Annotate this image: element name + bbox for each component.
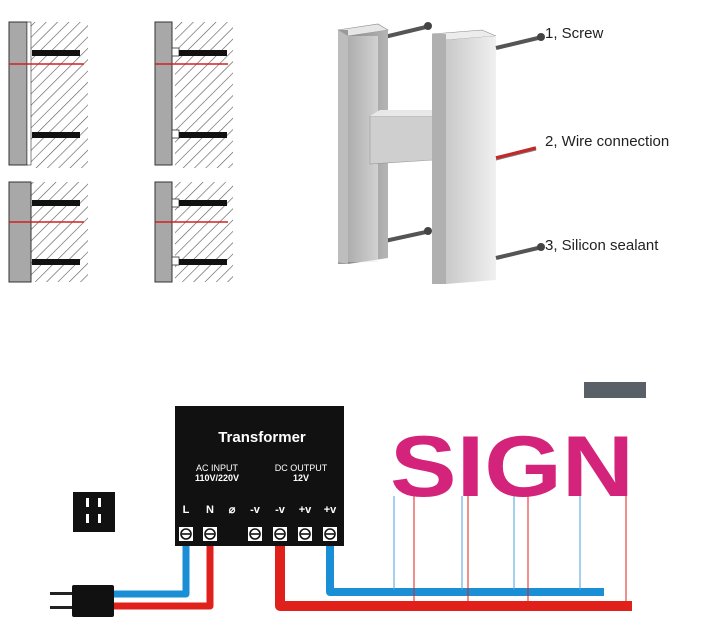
terminal-screw-icon: [323, 527, 337, 541]
dc-output-label: DC OUTPUT: [275, 463, 328, 473]
mounting-detail-a: [8, 21, 88, 168]
terminal-label-neg-1: -v: [250, 504, 261, 516]
screw-icon: [495, 33, 545, 50]
terminal-screw-icon: [298, 527, 312, 541]
mounting-detail-b: [154, 21, 233, 168]
terminal-screw-icon: [273, 527, 287, 541]
wire-icon: [495, 146, 537, 161]
wiring: [112, 496, 632, 611]
transformer-box: Transformer AC INPUT 110V/220V DC OUTPUT…: [175, 406, 344, 546]
mounting-detail-d: [154, 181, 233, 283]
callout-silicon-sealant: 3, Silicon sealant: [545, 237, 659, 254]
terminal-screw-icon: [203, 527, 217, 541]
terminal-screw-icon: [179, 527, 193, 541]
screw-icon: [495, 243, 545, 260]
callout-wire-connection: 2, Wire connection: [545, 133, 669, 150]
dc-output-voltage: 12V: [293, 473, 309, 483]
ac-input-label: AC INPUT: [196, 463, 239, 473]
power-plug-icon: [50, 585, 114, 617]
mounting-detail-c: [8, 181, 88, 283]
gray-bar: [584, 382, 646, 398]
terminal-label-neg-2: -v: [275, 504, 286, 516]
transformer-title: Transformer: [218, 429, 306, 446]
sign-letters: SIGN: [390, 419, 634, 515]
letter-h-illustration: [337, 22, 545, 284]
terminal-label-l: L: [183, 504, 190, 516]
callout-screw: 1, Screw: [545, 25, 604, 42]
terminal-screw-icon: [248, 527, 262, 541]
ac-input-voltage: 110V/220V: [195, 473, 239, 483]
terminal-label-n: N: [206, 504, 214, 516]
terminal-label-pos-1: +v: [299, 504, 312, 516]
terminal-label-ground: ⌀: [229, 504, 236, 516]
terminal-label-pos-2: +v: [324, 504, 337, 516]
wall-socket-icon: [73, 492, 115, 532]
